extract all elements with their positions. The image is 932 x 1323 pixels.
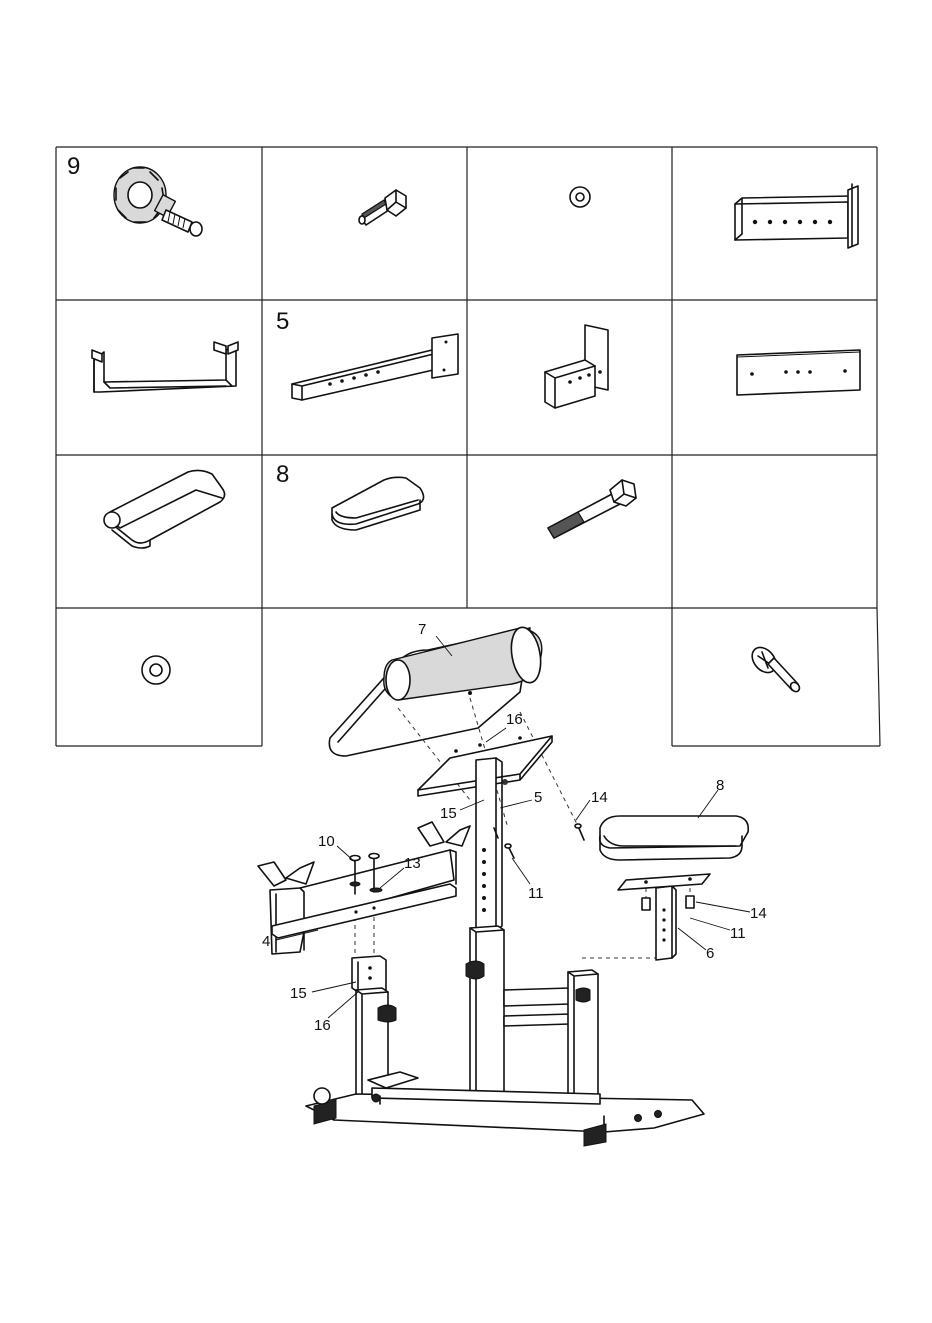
washer-icon bbox=[142, 656, 170, 684]
tube-icon bbox=[735, 184, 858, 248]
cell-label-8: 8 bbox=[276, 461, 289, 488]
callout-11-right: 11 bbox=[730, 925, 746, 942]
callout-16-left: 16 bbox=[314, 1017, 331, 1034]
callout-10: 10 bbox=[318, 833, 335, 850]
frame-icon bbox=[92, 342, 238, 392]
seat-icon bbox=[332, 477, 424, 530]
callout-16-top: 16 bbox=[506, 711, 523, 728]
callout-4: 4 bbox=[262, 933, 270, 950]
callout-14-right: 14 bbox=[750, 905, 767, 922]
screw-icon bbox=[747, 643, 801, 694]
arm-pad-assembly bbox=[329, 625, 544, 756]
washer-icon bbox=[570, 187, 590, 207]
cell-label-5: 5 bbox=[276, 308, 289, 335]
callout-15-top: 15 bbox=[440, 805, 457, 822]
callout-14-top: 14 bbox=[591, 789, 608, 806]
callout-15-left: 15 bbox=[290, 985, 307, 1002]
callout-11-mid: 11 bbox=[528, 885, 544, 902]
callout-7: 7 bbox=[418, 621, 426, 638]
knob-icon bbox=[114, 167, 202, 236]
pad-icon bbox=[104, 470, 225, 548]
assembly-drawing bbox=[258, 625, 748, 1146]
arm-icon bbox=[292, 334, 458, 400]
bolt-icon bbox=[359, 190, 406, 225]
bolt-icon bbox=[548, 480, 636, 538]
callout-13: 13 bbox=[404, 855, 421, 872]
cell-label-9: 9 bbox=[67, 153, 80, 180]
callout-5: 5 bbox=[534, 789, 542, 806]
callout-6: 6 bbox=[706, 945, 714, 962]
callout-8: 8 bbox=[716, 777, 724, 794]
bracket-icon bbox=[545, 325, 608, 408]
plate-icon bbox=[737, 350, 860, 395]
